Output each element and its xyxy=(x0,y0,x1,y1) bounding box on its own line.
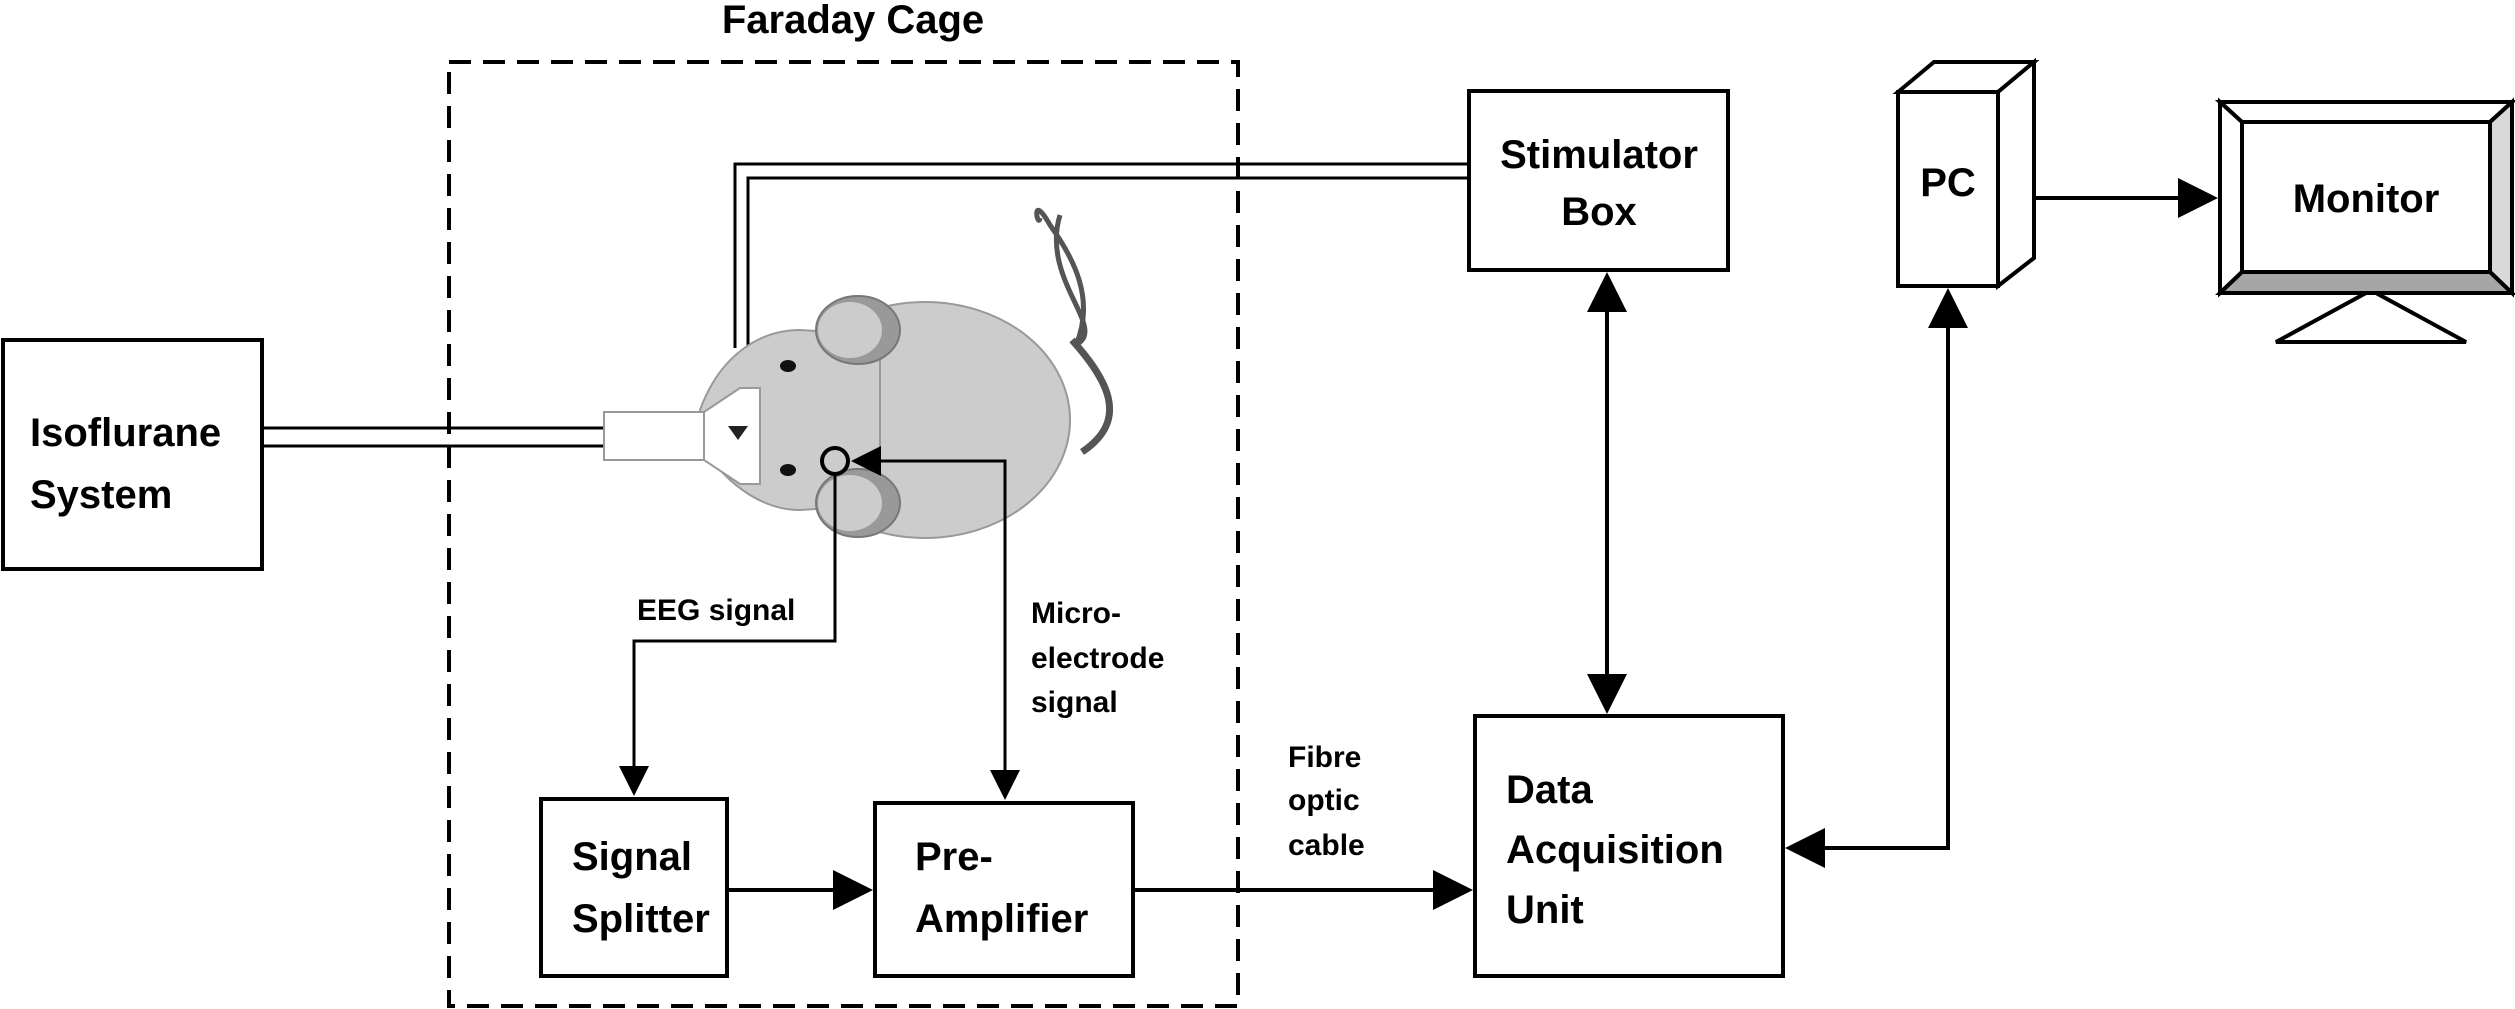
stimulator-box xyxy=(1467,89,1730,272)
fibre-optic-label-line2: optic xyxy=(1288,784,1360,817)
micro-electrode-label-line2: electrode xyxy=(1031,642,1164,675)
fibre-optic-label-line3: cable xyxy=(1288,829,1365,862)
monitor-icon xyxy=(2214,97,2515,344)
signal-splitter-label-line1: Signal xyxy=(572,835,692,879)
micro-electrode-label-line1: Micro- xyxy=(1031,597,1121,630)
data-acquisition-box xyxy=(1473,714,1785,978)
pre-amplifier-box xyxy=(873,801,1135,978)
eeg-signal-label: EEG signal xyxy=(637,594,795,627)
pre-amplifier-label-line2: Amplifier xyxy=(915,897,1088,941)
micro-electrode-label-line3: signal xyxy=(1031,686,1118,719)
faraday-cage-boundary xyxy=(447,60,1240,1008)
microelectrode-signal-arrow xyxy=(851,446,1020,800)
eeg-signal-arrow xyxy=(619,474,837,796)
stimulator-label-line2: Box xyxy=(1561,190,1637,234)
faraday-cage-title: Faraday Cage xyxy=(722,0,984,42)
pc-label: PC xyxy=(1920,161,1976,205)
daq-label-line3: Unit xyxy=(1506,888,1584,932)
stimulator-cable xyxy=(733,162,1469,348)
mouse-icon xyxy=(603,207,1114,539)
isoflurane-system-box xyxy=(1,338,264,571)
stimulator-label-line1: Stimulator xyxy=(1500,133,1698,177)
daq-pc-arrow xyxy=(1785,288,1968,868)
pre-amplifier-label-line1: Pre- xyxy=(915,835,993,879)
pc-tower xyxy=(1892,57,2040,291)
signal-splitter-label-line2: Splitter xyxy=(572,897,710,941)
isoflurane-label-line1: Isoflurane xyxy=(30,411,221,455)
isoflurane-label-line2: System xyxy=(30,473,172,517)
daq-label-line2: Acquisition xyxy=(1506,828,1724,872)
signal-splitter-box xyxy=(539,797,729,978)
fibre-optic-label-line1: Fibre xyxy=(1288,741,1361,774)
isoflurane-tube xyxy=(262,426,604,448)
monitor-label: Monitor xyxy=(2293,177,2440,221)
daq-label-line1: Data xyxy=(1506,768,1593,812)
